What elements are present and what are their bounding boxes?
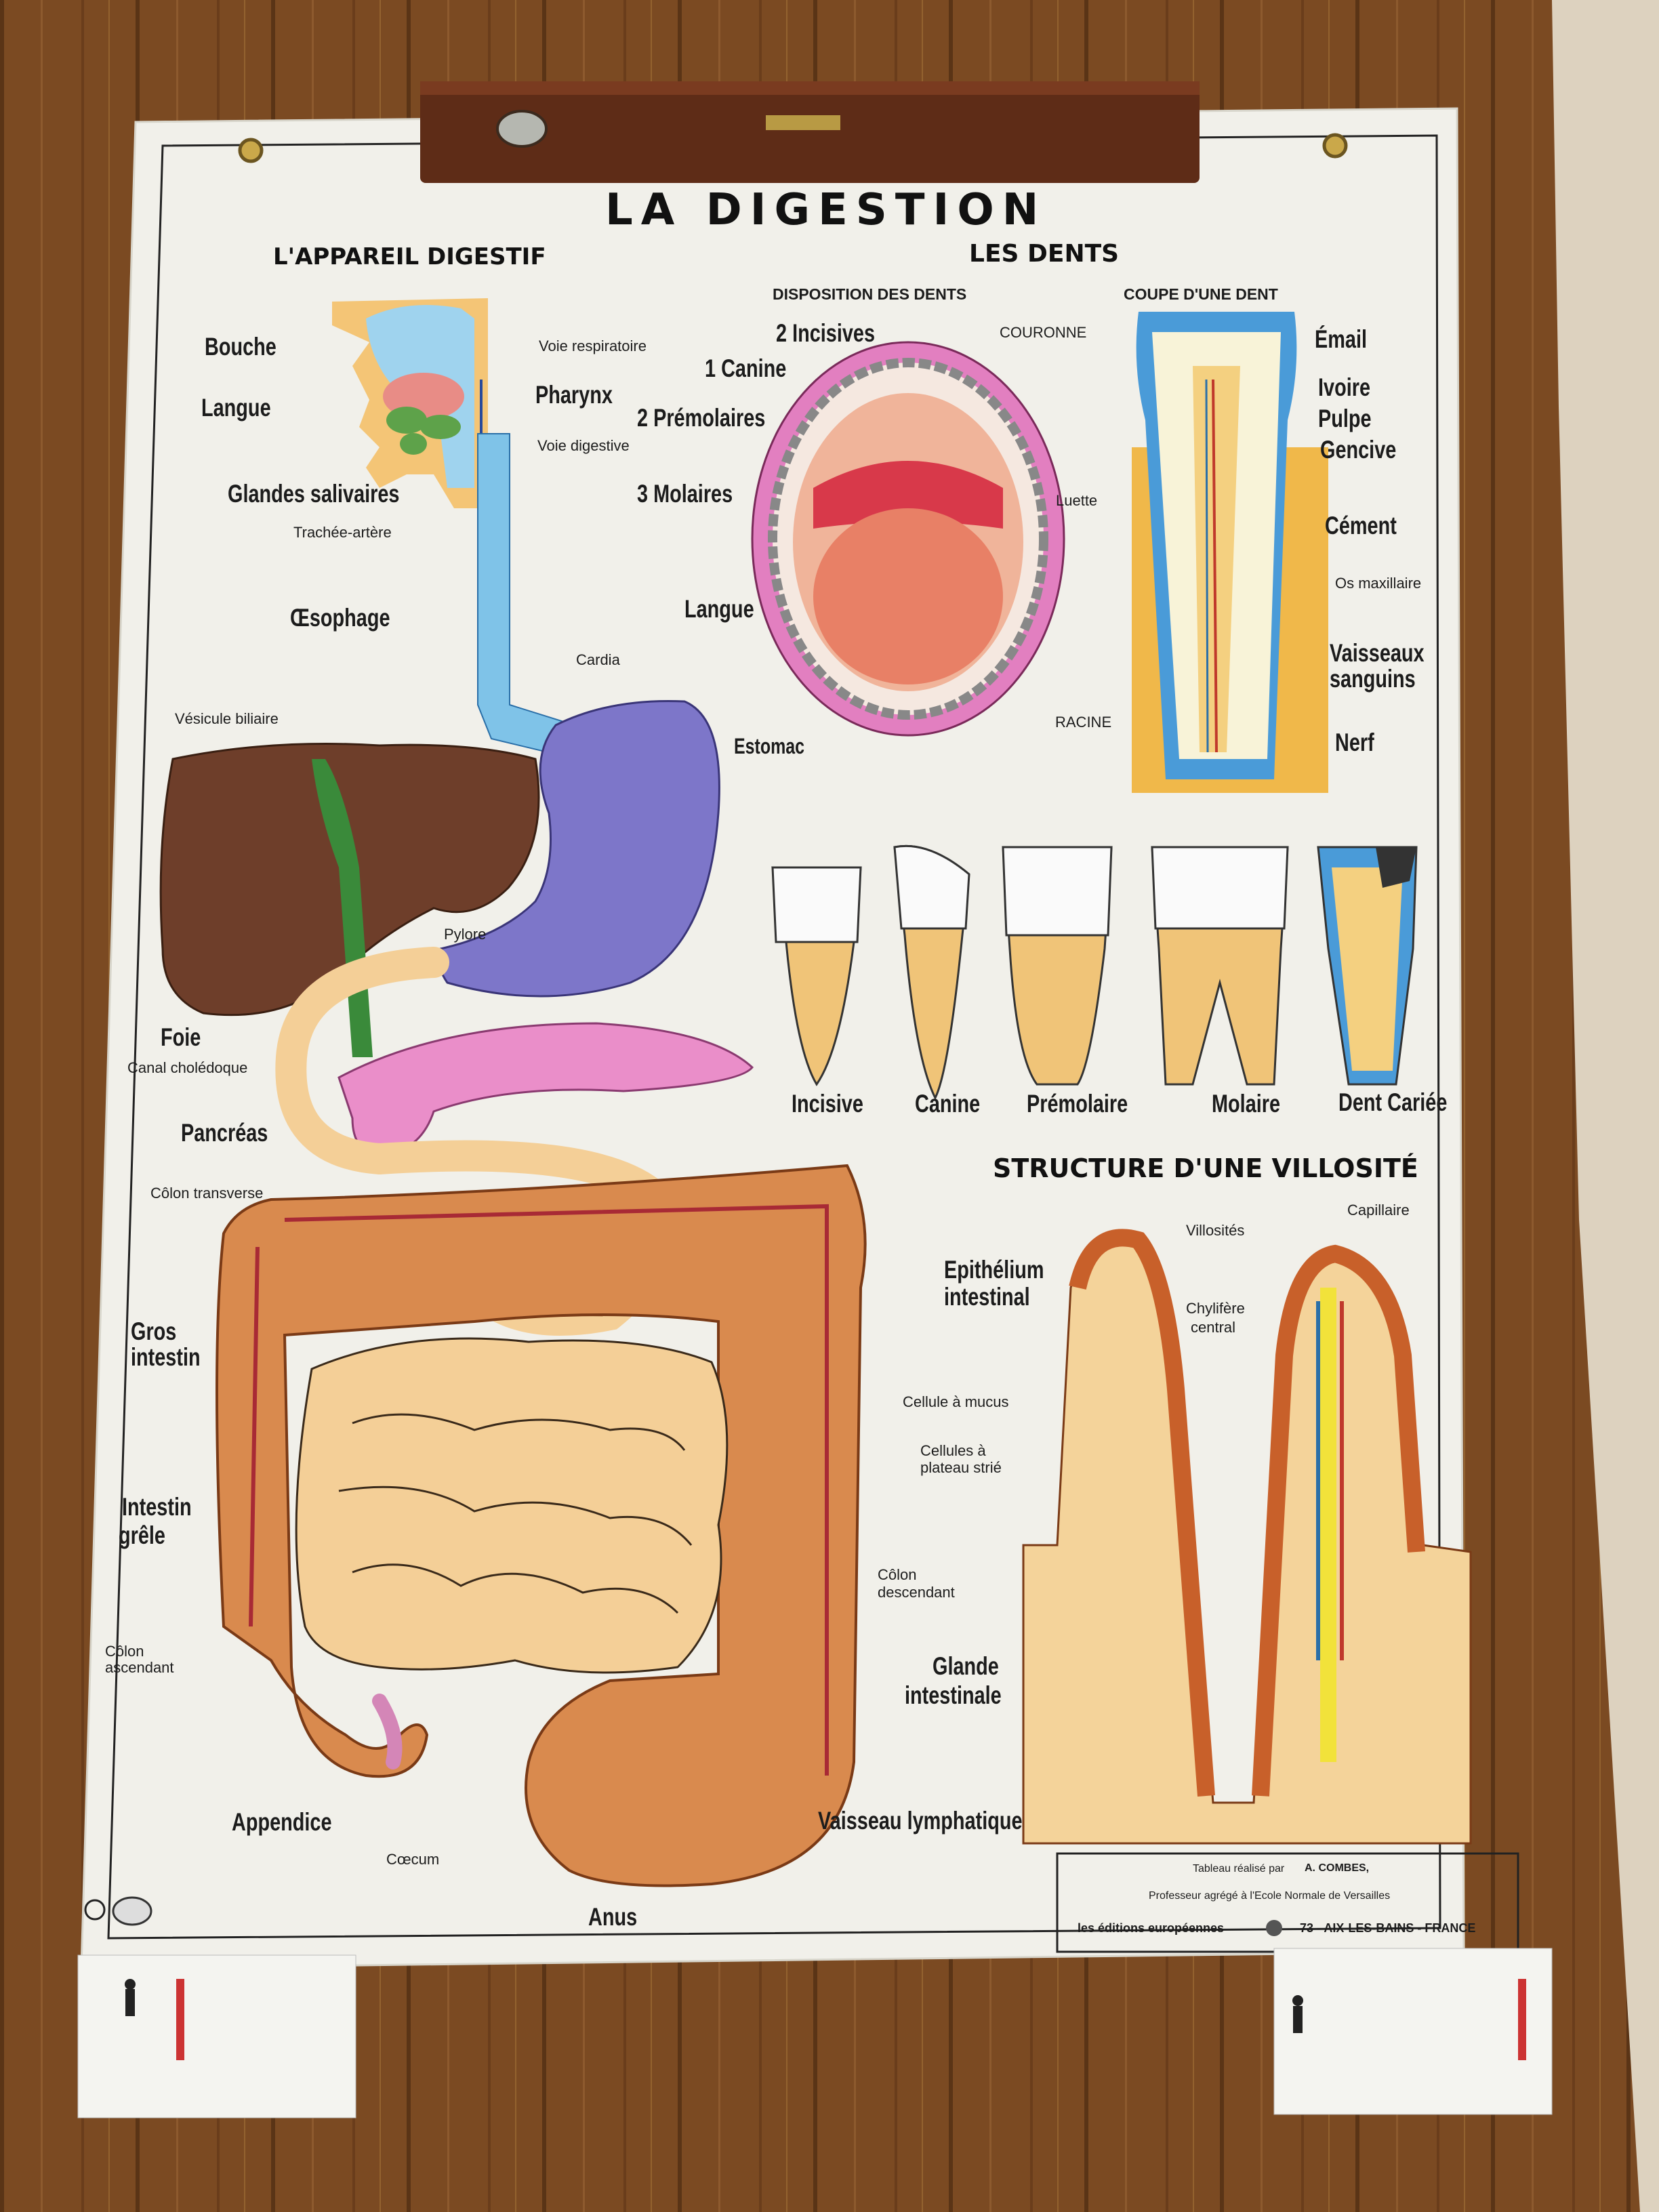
label-glandes-salivaires: Glandes salivaires [228, 480, 400, 508]
label-trachee: Trachée-artère [293, 524, 392, 541]
villi-section-title: STRUCTURE D'UNE VILLOSITÉ [993, 1153, 1418, 1183]
label-os-maxillaire: Os maxillaire [1335, 575, 1422, 592]
label-pancreas: Pancréas [181, 1119, 268, 1147]
subtitle-disposition: DISPOSITION DES DENTS [773, 285, 967, 303]
label-tooth-premolaire: Prémolaire [1027, 1090, 1128, 1118]
eyelet-right [1322, 133, 1348, 159]
credit-publisher: les éditions européennes [1078, 1921, 1225, 1935]
publisher-logo [1266, 1920, 1282, 1936]
label-vaisseau-lymphatique: Vaisseau lymphatique [818, 1807, 1023, 1835]
label-canal-choledoque: Canal cholédoque [127, 1059, 248, 1076]
label-vaisseaux-2: sanguins [1330, 665, 1416, 693]
label-pharynx: Pharynx [535, 381, 613, 409]
eyelet-left [238, 138, 264, 163]
label-tooth-canine: Canine [915, 1090, 981, 1118]
label-pulpe: Pulpe [1318, 405, 1372, 432]
section-title-digestive: L'APPAREIL DIGESTIF [273, 243, 546, 270]
label-colon-descendant-2: descendant [878, 1584, 955, 1601]
label-villosites: Villosités [1186, 1222, 1245, 1239]
label-intestin-grele-1: Intestin [122, 1493, 192, 1521]
villi-illustration [1022, 1229, 1472, 1845]
label-voie-digestive: Voie digestive [537, 437, 630, 454]
label-ivoire: Ivoire [1318, 373, 1371, 401]
book-weight-left [77, 1954, 356, 2118]
label-glande-1: Glande [933, 1652, 999, 1680]
label-chylifere-2: central [1191, 1319, 1236, 1336]
label-gencive: Gencive [1320, 436, 1397, 464]
credit-line-1b: A. COMBES, [1305, 1862, 1370, 1874]
label-oesophage: Œsophage [290, 604, 390, 632]
label-couronne: COURONNE [1000, 324, 1087, 341]
credit-line-2: Professeur agrégé à l'Ecole Normale de V… [1149, 1890, 1391, 1902]
publisher-globe-logo [112, 1896, 152, 1926]
label-gros-intestin-2: intestin [131, 1343, 201, 1371]
label-vaisseaux-1: Vaisseaux [1330, 639, 1425, 667]
label-capillaire: Capillaire [1347, 1202, 1410, 1218]
label-molaires: 3 Molaires [637, 480, 733, 508]
label-colon-descendant-1: Côlon [878, 1566, 917, 1583]
label-colon-ascendant-1: Côlon [105, 1643, 144, 1660]
label-gros-intestin-1: Gros [131, 1317, 177, 1345]
label-vesicule-biliaire: Vésicule biliaire [175, 710, 279, 727]
label-cement: Cément [1325, 512, 1397, 539]
label-chylifere-1: Chylifère [1186, 1300, 1245, 1317]
label-epithelium-2: intestinal [944, 1283, 1030, 1311]
label-luette: Luette [1056, 492, 1098, 509]
label-colon-ascendant-2: ascendant [105, 1659, 174, 1676]
mouth-illustration [751, 341, 1065, 737]
copyright-seal [84, 1899, 106, 1921]
label-canine-count: 1 Canine [705, 354, 787, 382]
label-tooth-incisive: Incisive [792, 1090, 863, 1118]
label-colon-transverse: Côlon transverse [150, 1185, 264, 1202]
label-langue: Langue [201, 394, 271, 422]
label-bouche: Bouche [205, 333, 276, 361]
label-incisives: 2 Incisives [776, 319, 876, 347]
label-estomac: Estomac [734, 734, 805, 758]
spirit-level [420, 81, 1200, 183]
label-foie: Foie [161, 1023, 201, 1051]
label-plateau-2: plateau strié [920, 1459, 1002, 1476]
section-title-teeth: LES DENTS [969, 240, 1120, 268]
label-appendice: Appendice [232, 1808, 332, 1836]
label-langue-mouth: Langue [684, 595, 754, 623]
label-tooth-molaire: Molaire [1212, 1090, 1281, 1118]
credit-place: 73 - AIX-LES-BAINS - FRANCE [1300, 1921, 1476, 1935]
book-weight-right [1273, 1948, 1553, 2115]
label-email: Émail [1315, 325, 1368, 353]
label-voie-respiratoire: Voie respiratoire [539, 337, 647, 354]
digestive-system-illustration [159, 298, 867, 1887]
label-racine: RACINE [1055, 714, 1112, 731]
label-tooth-cariee: Dent Cariée [1338, 1088, 1448, 1116]
label-cellule-mucus: Cellule à mucus [903, 1393, 1009, 1410]
label-intestin-grele-2: grêle [119, 1521, 165, 1549]
label-premolaires: 2 Prémolaires [637, 404, 766, 432]
label-cardia: Cardia [576, 651, 620, 668]
rug-corner [1552, 0, 1659, 2212]
label-anus: Anus [588, 1903, 638, 1931]
label-nerf: Nerf [1335, 729, 1374, 756]
tooth-row-illustration [771, 844, 1418, 1101]
credit-line-1a: Tableau réalisé par [1193, 1863, 1285, 1875]
poster-title: LA DIGESTION [605, 185, 1047, 235]
subtitle-coupe: COUPE D'UNE DENT [1124, 285, 1278, 303]
label-epithelium-1: Epithélium [944, 1256, 1044, 1284]
label-pylore: Pylore [444, 926, 487, 943]
label-caecum: Cœcum [386, 1851, 440, 1868]
label-plateau-1: Cellules à [920, 1442, 986, 1459]
label-glande-2: intestinale [905, 1681, 1002, 1709]
tooth-section-illustration [1132, 312, 1328, 793]
